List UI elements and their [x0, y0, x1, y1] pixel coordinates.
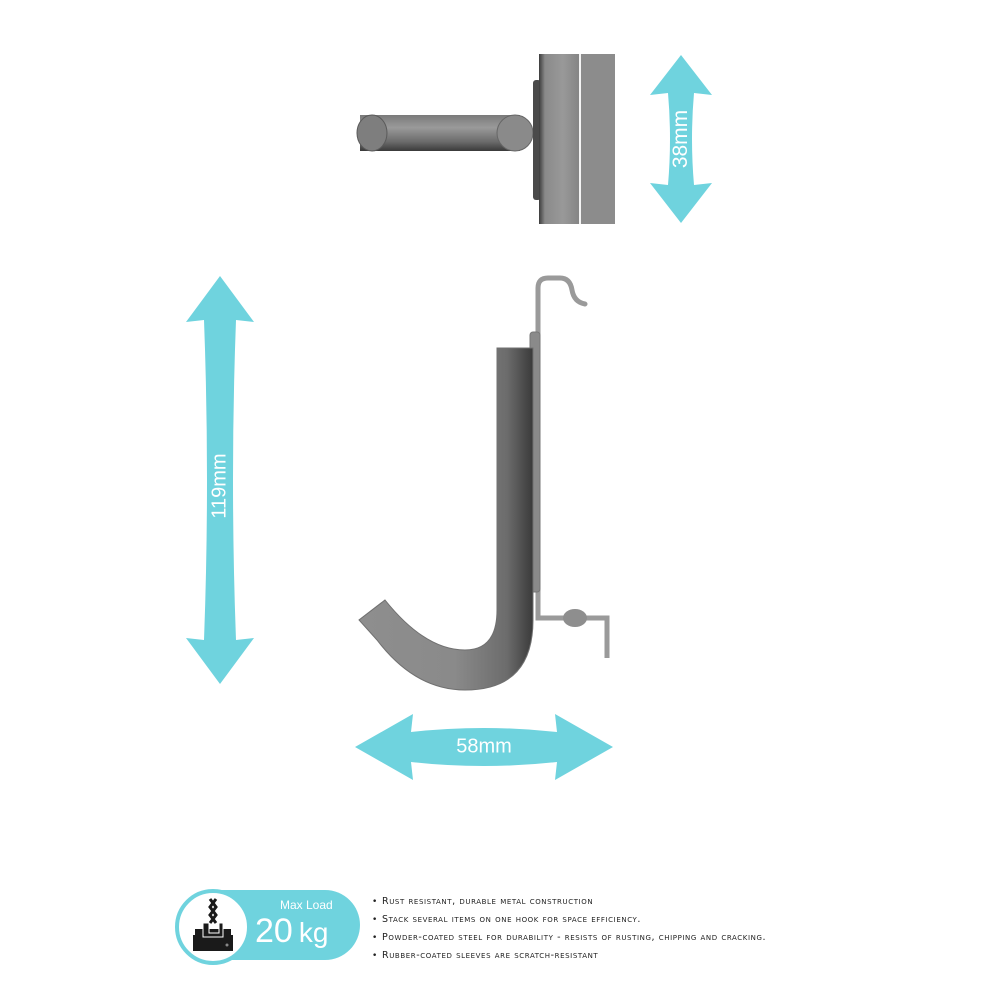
bullet-icon: • — [372, 933, 378, 943]
bullet-icon: • — [372, 951, 378, 961]
height-label: 119mm — [208, 453, 231, 519]
rail-gap — [579, 54, 581, 224]
bullet-icon: • — [372, 897, 378, 907]
weight-icon-container — [175, 889, 251, 965]
double-arrow-horizontal-icon — [355, 714, 613, 780]
side-view — [355, 270, 625, 710]
feature-item: • Stack several items on one hook for spa… — [372, 911, 766, 929]
hook-tube — [358, 347, 534, 691]
feature-text: Rust resistant, durable metal constructi… — [382, 896, 594, 907]
feature-item: • Rubber-coated sleeves are scratch-resis… — [372, 947, 766, 965]
feature-text: Rubber-coated sleeves are scratch-resist… — [382, 950, 599, 961]
depth-dimension-arrow: 38mm — [648, 55, 714, 223]
top-view-drawing — [356, 54, 615, 224]
width-label: 58mm — [456, 735, 512, 758]
top-view — [340, 50, 630, 230]
feature-text: Powder-coated steel for durability - res… — [382, 932, 767, 943]
height-dimension-arrow: 119mm — [184, 276, 256, 684]
feature-text: Stack several items on one hook for spac… — [382, 914, 642, 925]
depth-label: 38mm — [669, 109, 692, 169]
bullet-icon: • — [372, 915, 378, 925]
feature-item: • Rust resistant, durable metal construct… — [372, 893, 766, 911]
bracket-clip — [563, 609, 587, 627]
feature-item: • Powder-coated steel for durability - re… — [372, 929, 766, 947]
max-load-caption: Max Load — [280, 898, 333, 912]
double-arrow-vertical-icon — [186, 276, 254, 684]
rod-end-left — [356, 114, 388, 152]
rod-end-right — [496, 114, 534, 152]
rail-right — [581, 54, 615, 224]
double-arrow-vertical-icon — [650, 55, 712, 223]
width-dimension-arrow: 58mm — [355, 712, 613, 782]
j-hook-drawing — [358, 275, 610, 691]
weight-icon — [193, 898, 233, 951]
max-load-unit: kg — [298, 917, 329, 948]
max-load-number: 20 — [255, 912, 293, 950]
bracket-wire-top — [535, 275, 588, 613]
feature-list: • Rust resistant, durable metal construct… — [372, 893, 766, 965]
rail-left — [539, 54, 579, 224]
